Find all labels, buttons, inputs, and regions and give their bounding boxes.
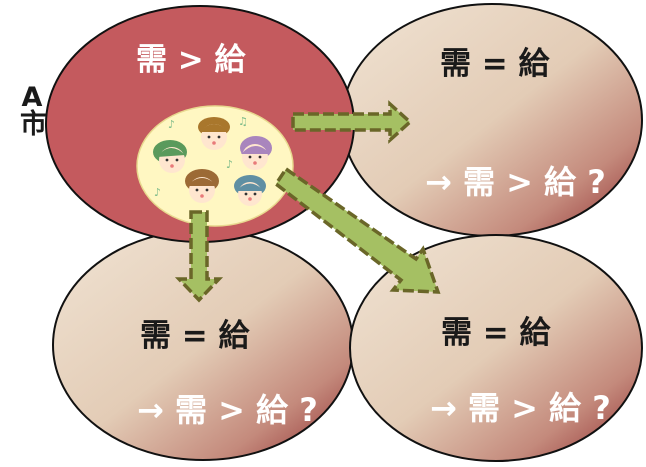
arrow-right-icon bbox=[291, 100, 413, 144]
city-label-line2: 市 bbox=[20, 109, 47, 140]
region-bottom-left-outcome: → 需 > 給 ? bbox=[137, 391, 318, 429]
arrow-diagonal-icon bbox=[273, 166, 441, 294]
region-top-left-title: 需 > 給 bbox=[136, 42, 246, 78]
svg-text:♪: ♪ bbox=[154, 186, 161, 199]
svg-text:♪: ♪ bbox=[226, 158, 233, 171]
region-top-right-outcome: → 需 > 給 ? bbox=[425, 163, 606, 201]
city-label: A 市 bbox=[20, 82, 47, 140]
city-label-line1: A bbox=[21, 82, 43, 113]
arrow-down-icon bbox=[174, 210, 224, 303]
svg-text:♫: ♫ bbox=[238, 115, 248, 128]
region-bottom-left-title: 需 = 給 bbox=[140, 318, 250, 354]
region-bottom-right-outcome: → 需 > 給 ? bbox=[430, 389, 611, 427]
group-of-people-icon: ♪ ♫ ♪ ♪ bbox=[136, 105, 294, 227]
region-top-right-title: 需 = 給 bbox=[440, 46, 550, 82]
region-bottom-right-title: 需 = 給 bbox=[441, 315, 551, 351]
svg-text:♪: ♪ bbox=[168, 118, 175, 131]
